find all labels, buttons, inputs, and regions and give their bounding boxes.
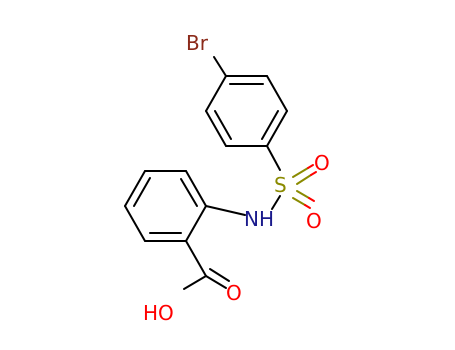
bond-ring1-c-inner (261, 110, 279, 140)
atom-bromine: Br (186, 31, 209, 55)
bond-ring2-f-inner (180, 178, 198, 207)
bond-s-o-bot-a2 (308, 197, 315, 202)
bond-ring1-e (205, 110, 227, 147)
bond-s-o-bot-a (296, 190, 310, 199)
bond-c-o-double-b (209, 268, 230, 282)
bond-ring2-d (124, 170, 146, 207)
bond-ring2-c (124, 205, 146, 242)
bond-lines (124, 56, 288, 290)
bond-ring1-e-inner (214, 110, 232, 140)
bond-s-o-bot-b (292, 197, 306, 206)
bond-s-n (271, 195, 281, 210)
bond-ring2-f (185, 170, 207, 207)
bond-n-c (205, 205, 246, 216)
bond-c-o-double-a (205, 275, 227, 289)
bond-ring1-b (266, 75, 288, 112)
atom-oxygen-carbonyl: O (226, 281, 242, 305)
bond-br-c1 (213, 56, 227, 77)
bond-s-o-top-b2 (310, 171, 317, 176)
bond-ring2-a (185, 205, 207, 242)
bond-ring2-d-inner (133, 177, 151, 207)
bond-s-o-top-a (292, 167, 309, 178)
bond-s-o-bot-b2 (304, 204, 311, 209)
bond-c-cooh (185, 240, 207, 277)
sulfonyl-bonds (292, 164, 317, 209)
atom-oxygen-sulfonyl-bottom: O (306, 209, 322, 233)
atom-oxygen-sulfonyl-top: O (314, 151, 330, 175)
bond-s-o-top-a2 (307, 164, 314, 169)
bond-c-oh (183, 275, 207, 290)
bond-s-o-top-b (296, 174, 312, 185)
atom-amine: NH (244, 207, 274, 231)
bond-c-s (266, 145, 281, 171)
atom-sulfur: S (274, 173, 287, 197)
bond-ring1-f (205, 75, 227, 112)
atom-hydroxyl: HO (143, 301, 174, 325)
bond-ring1-c (266, 110, 288, 147)
